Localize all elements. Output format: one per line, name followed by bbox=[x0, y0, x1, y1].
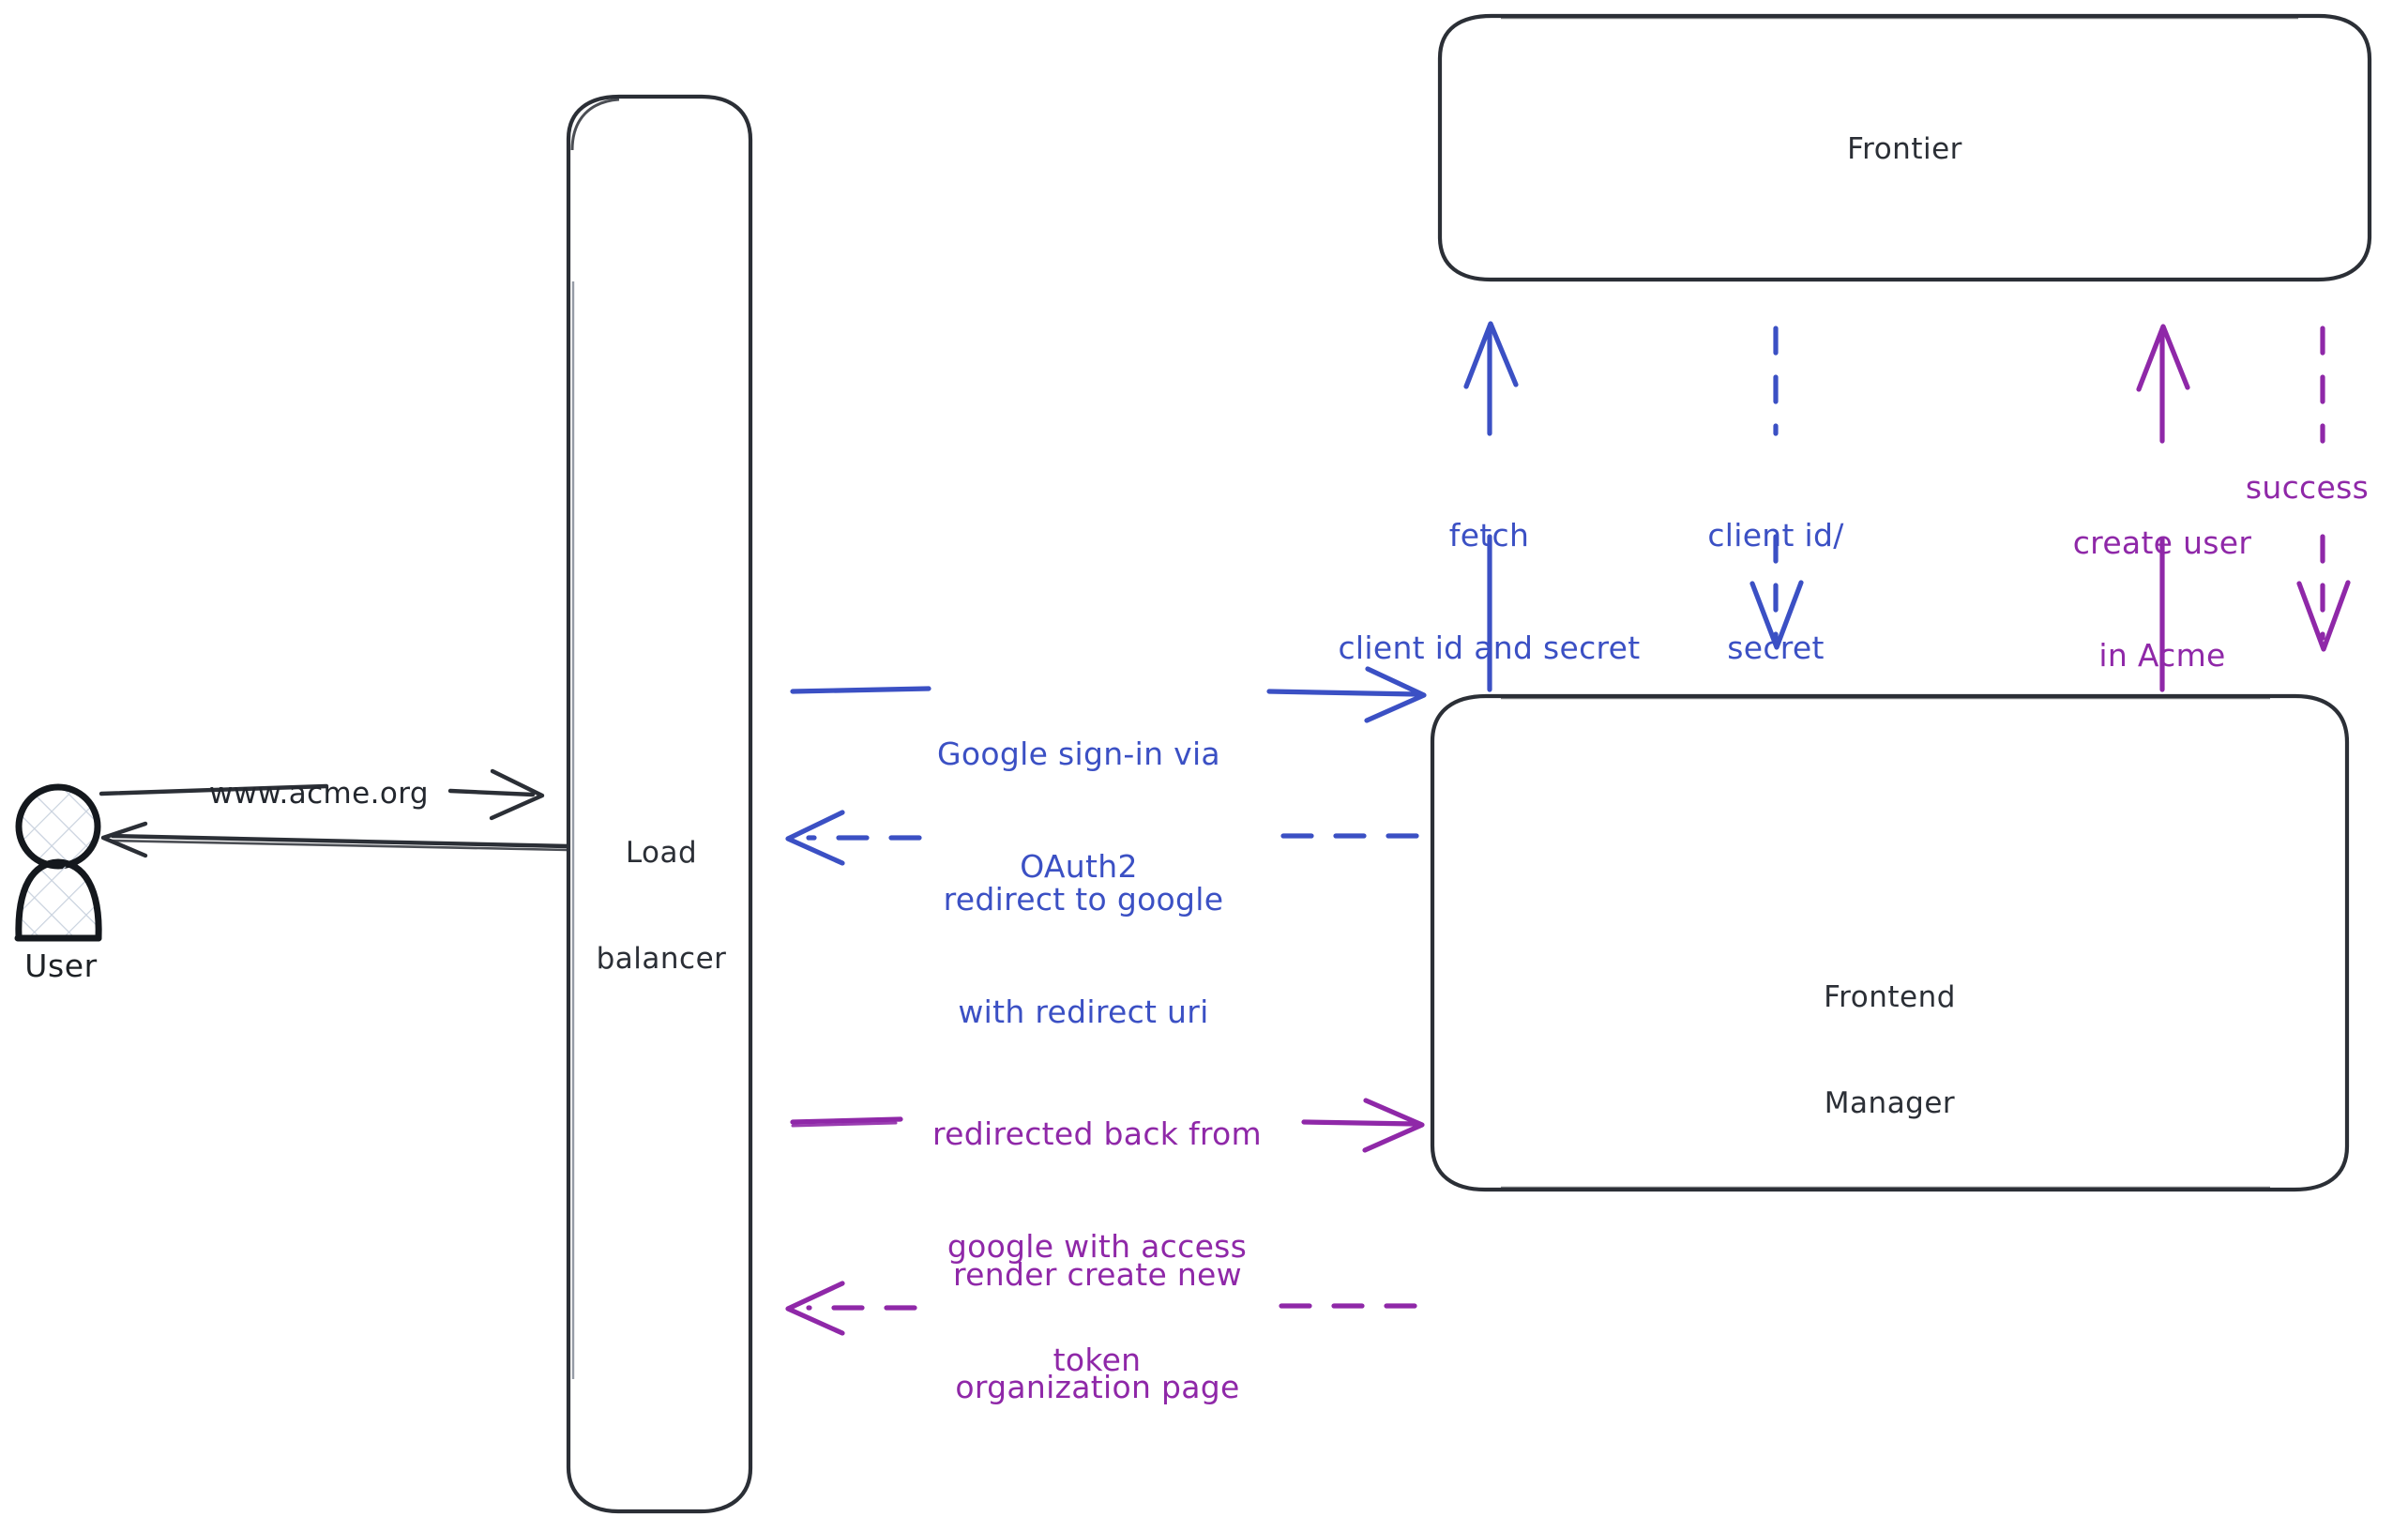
edge-fm-to-frontier-fetch-label-line1: fetch bbox=[1448, 516, 1530, 554]
frontier-label: Frontier bbox=[1847, 132, 1962, 166]
edge-fm-to-frontier-fetch-label: fetch client id and secret bbox=[1299, 441, 1679, 743]
edge-fm-to-frontier-create-user-label-line2: in Acme bbox=[2098, 637, 2226, 675]
load-balancer-label: Load balancer bbox=[553, 765, 769, 1049]
edge-user-to-lb-arrow bbox=[98, 768, 545, 821]
edge-lb-to-fm-signin-label: Google sign-in via OAuth2 bbox=[891, 660, 1266, 962]
edge-lb-to-fm-signin-label-line1: Google sign-in via bbox=[937, 735, 1220, 772]
edge-fm-to-lb-redirect-label-line2: with redirect uri bbox=[958, 994, 1209, 1031]
user-actor-label: User bbox=[24, 948, 98, 984]
edge-fm-to-lb-render-label-line2: organization page bbox=[955, 1369, 1240, 1406]
frontier-shape[interactable] bbox=[1437, 13, 2372, 282]
edge-fm-to-frontier-create-user-arrow bbox=[2136, 324, 2190, 692]
edge-fm-to-lb-redirect-label-line1: redirect to google bbox=[943, 880, 1224, 918]
edge-fm-to-lb-render-arrow bbox=[785, 1281, 1417, 1336]
edge-fm-to-frontier-fetch-arrow bbox=[1463, 321, 1519, 692]
edge-lb-to-fm-token-label-line2: google with access bbox=[947, 1228, 1248, 1266]
edge-lb-to-fm-signin-label-line2: OAuth2 bbox=[1020, 848, 1138, 886]
edge-lb-to-fm-token-label: redirected back from google with access … bbox=[884, 1039, 1310, 1455]
frontend-manager-label-line2: Manager bbox=[1824, 1086, 1956, 1121]
edge-lb-to-fm-token-label-line1: redirected back from bbox=[932, 1115, 1262, 1152]
edge-lb-to-fm-token-arrow bbox=[790, 1098, 1425, 1153]
load-balancer-shape[interactable] bbox=[566, 94, 753, 1514]
edge-frontier-to-fm-success-arrow bbox=[2296, 326, 2351, 652]
edge-fm-to-frontier-create-user-label: create user in Acme bbox=[2022, 448, 2303, 751]
load-balancer-label-line1: Load bbox=[625, 835, 698, 870]
frontend-manager-label-line1: Frontend bbox=[1824, 979, 1956, 1014]
edge-lb-to-user-arrow bbox=[100, 821, 570, 858]
edge-fm-to-lb-render-label-line1: render create new bbox=[953, 1255, 1242, 1293]
edge-frontier-to-fm-credentials-arrow bbox=[1749, 326, 1804, 650]
edge-frontier-to-fm-success-label: success bbox=[2245, 469, 2370, 506]
edge-lb-to-fm-token-label-line3: token bbox=[1053, 1342, 1142, 1378]
load-balancer-label-line2: balancer bbox=[596, 942, 727, 977]
edge-fm-to-frontier-create-user-label-line1: create user bbox=[2072, 523, 2252, 561]
edge-fm-to-frontier-fetch-label-line2: client id and secret bbox=[1338, 629, 1641, 667]
edge-fm-to-lb-redirect-label: redirect to google with redirect uri bbox=[896, 805, 1271, 1107]
edge-fm-to-lb-redirect-arrow bbox=[785, 810, 1419, 866]
edge-frontier-to-fm-credentials-label-line2: secret bbox=[1727, 629, 1825, 667]
edge-user-to-lb-label: www.acme.org bbox=[209, 777, 429, 811]
edge-frontier-to-fm-credentials-label: client id/ secret bbox=[1682, 441, 1870, 743]
frontend-manager-label: Frontend Manager bbox=[1432, 909, 2347, 1193]
edge-frontier-to-fm-credentials-label-line1: client id/ bbox=[1707, 516, 1844, 554]
frontend-manager-shape[interactable] bbox=[1430, 693, 2350, 1192]
user-actor bbox=[14, 783, 102, 942]
edge-fm-to-lb-render-label: render create new organization page bbox=[891, 1180, 1304, 1482]
edge-lb-to-fm-signin-arrow bbox=[790, 666, 1427, 723]
